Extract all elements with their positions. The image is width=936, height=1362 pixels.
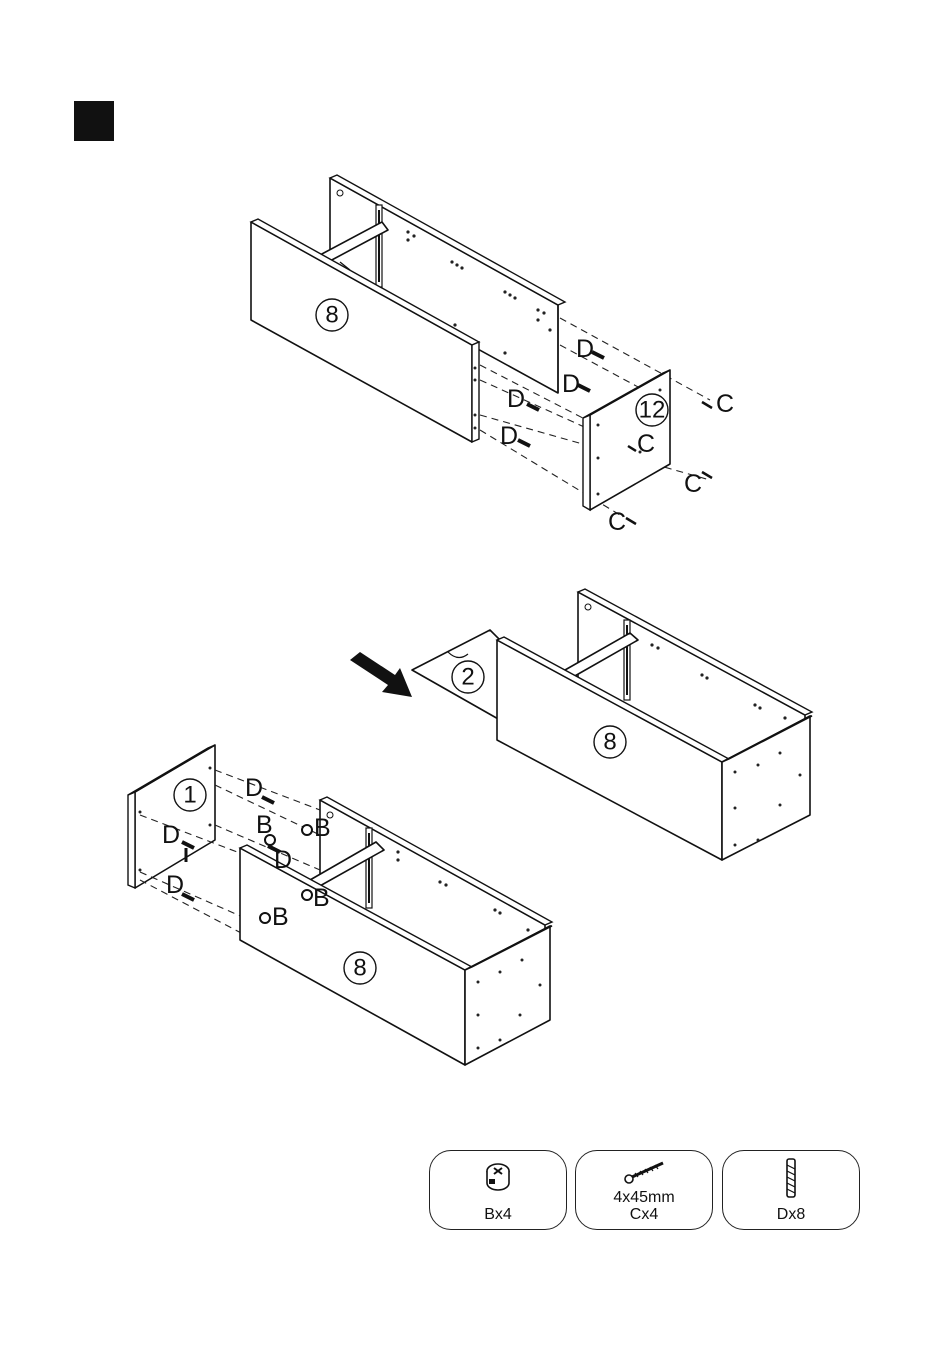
hardware-caption: Cx4: [576, 1206, 712, 1223]
bottom-assembly: 1 8 D D D D: [128, 745, 552, 1065]
part-number-label: 2: [461, 664, 474, 691]
cam-lock-callout: B: [256, 811, 273, 839]
dowel-callout: D: [166, 871, 184, 899]
hardware-caption: Bx4: [484, 1206, 512, 1223]
dowel-callout: D: [274, 846, 292, 874]
hardware-card-screw: 4x45mm Cx4: [575, 1150, 713, 1230]
hardware-caption: Dx8: [777, 1206, 805, 1223]
part-number-label: 8: [325, 302, 338, 329]
part-number-label: 1: [183, 782, 196, 809]
dowel-callout: D: [162, 821, 180, 849]
middle-assembly: 2 8: [350, 589, 812, 860]
dowel-callout: D: [500, 422, 518, 450]
screw-callout: C: [608, 508, 626, 536]
bottom-end-panel: [135, 745, 215, 888]
dowel-callout: D: [507, 385, 525, 413]
top-assembly: 8 12 D D D D C C: [251, 175, 734, 536]
part-number-label: 8: [603, 729, 616, 756]
insert-arrow-icon: [350, 652, 412, 697]
part-number-label: 12: [639, 397, 666, 424]
dowel-callout: D: [562, 370, 580, 398]
part-number-label: 8: [353, 955, 366, 982]
hardware-card-cam-lock: Bx4: [429, 1150, 567, 1230]
dowel-callout: D: [576, 335, 594, 363]
screw-callout: C: [716, 390, 734, 418]
hardware-card-dowel: Dx8: [722, 1150, 860, 1230]
screw-callout: C: [684, 470, 702, 498]
hardware-caption: 4x45mm: [576, 1189, 712, 1206]
screw-icon: [576, 1157, 712, 1187]
dowel-callout: D: [245, 774, 263, 802]
cam-lock-callout: B: [314, 814, 331, 842]
cam-lock-icon: [430, 1157, 566, 1197]
dowel-icon: [723, 1157, 859, 1197]
cam-lock-callout: B: [313, 884, 330, 912]
screw-callout: C: [637, 430, 655, 458]
cam-lock-callout: B: [272, 903, 289, 931]
